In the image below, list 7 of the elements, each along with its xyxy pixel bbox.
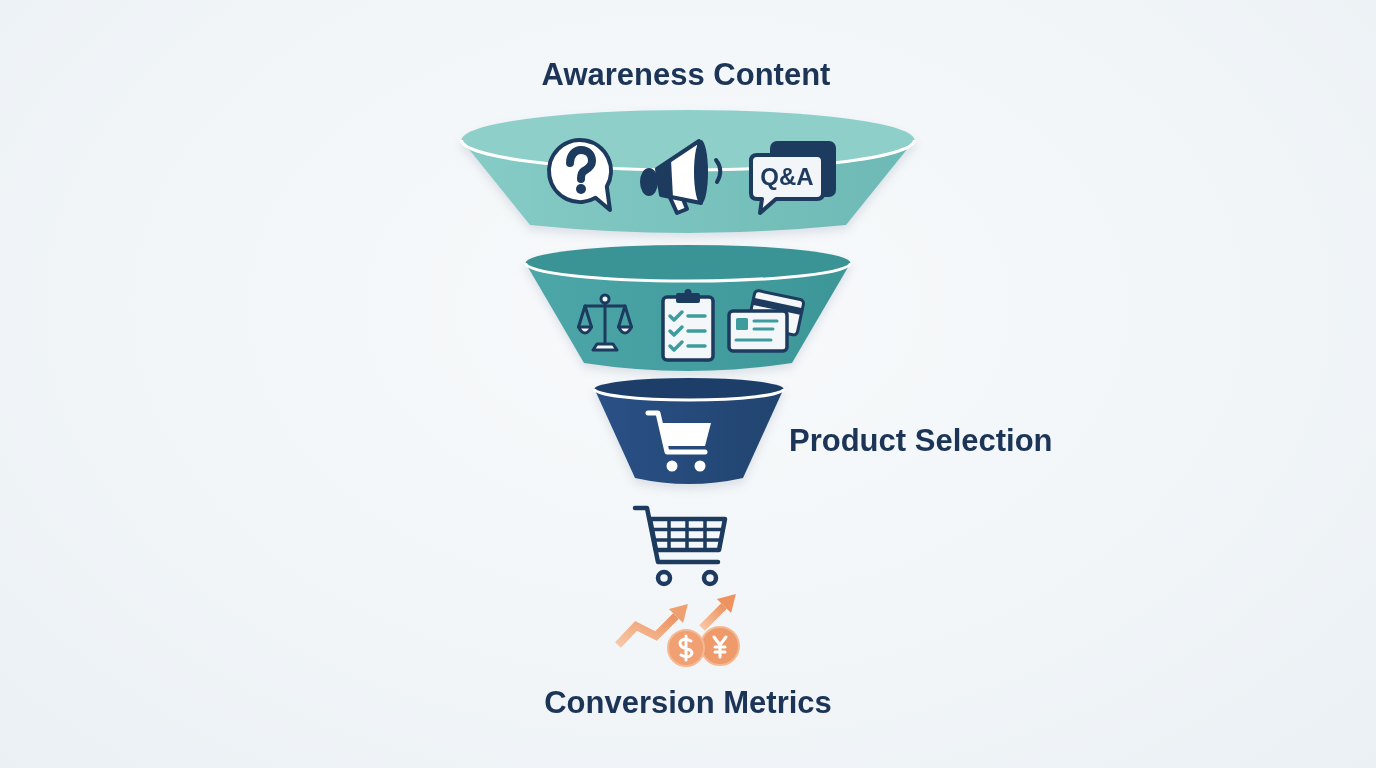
funnel-tier — [460, 108, 916, 235]
funnel-tier — [524, 243, 852, 373]
stage-label: Conversion Metrics — [544, 685, 832, 721]
stage-label: Product Selection — [789, 423, 1053, 459]
bubble-text: Q&A — [760, 164, 814, 190]
funnel-tier — [593, 376, 785, 486]
stage-label: Awareness Content — [541, 57, 831, 93]
